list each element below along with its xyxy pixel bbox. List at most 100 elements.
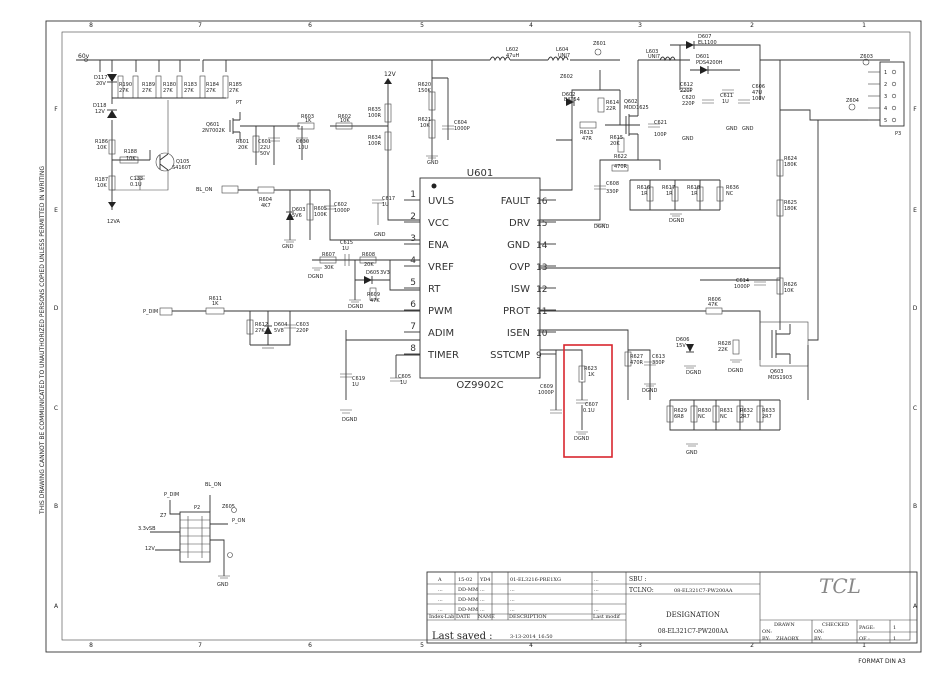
svg-text:0.1U: 0.1U bbox=[130, 182, 142, 188]
revision-cell: ... bbox=[480, 607, 485, 613]
svg-text:R629: R629 bbox=[674, 408, 687, 414]
svg-text:100K: 100K bbox=[314, 212, 328, 218]
last-saved-label: Last saved : bbox=[432, 631, 493, 642]
svg-text:R604: R604 bbox=[259, 197, 272, 203]
svg-text:R601: R601 bbox=[236, 139, 249, 145]
svg-text:GND: GND bbox=[427, 160, 439, 166]
p2-connector-section: P_DIM BL_ON P_ON 3.3vSB 12V Z7 P2 Z605 G… bbox=[138, 482, 245, 588]
svg-text:220P: 220P bbox=[680, 88, 693, 94]
svg-text:2R7: 2R7 bbox=[740, 414, 750, 420]
svg-text:C605: C605 bbox=[398, 374, 411, 380]
svg-text:S4160T: S4160T bbox=[172, 165, 192, 171]
svg-text:1R: 1R bbox=[641, 191, 648, 197]
svg-text:0.1U: 0.1U bbox=[583, 408, 595, 414]
svg-text:D607: D607 bbox=[698, 34, 711, 40]
column-label: 5 bbox=[420, 22, 424, 29]
svg-text:UNI7: UNI7 bbox=[558, 53, 570, 59]
svg-text:P2: P2 bbox=[194, 505, 200, 511]
ic-pin-number: 7 bbox=[410, 322, 416, 332]
svg-text:20V: 20V bbox=[96, 81, 106, 87]
connector-pin-number: 4 bbox=[884, 106, 887, 112]
net-p-dim: P_DIM bbox=[143, 309, 158, 315]
svg-text:47U: 47U bbox=[752, 90, 762, 96]
svg-text:2N7002K: 2N7002K bbox=[202, 128, 226, 134]
tclno-value: 08-EL321C7-PW200AA bbox=[674, 588, 733, 594]
svg-text:20K: 20K bbox=[364, 262, 374, 268]
row-label: D bbox=[913, 305, 918, 312]
ic-pin-name: FAULT bbox=[501, 196, 531, 207]
column-label: 8 bbox=[89, 22, 93, 29]
svg-text:P_DIM: P_DIM bbox=[164, 492, 179, 498]
svg-text:100P: 100P bbox=[654, 132, 667, 138]
revision-cell: DD-MM bbox=[458, 587, 478, 593]
tcl-logo: TCL bbox=[819, 574, 861, 598]
svg-text:NC: NC bbox=[726, 191, 734, 197]
svg-text:12V: 12V bbox=[95, 109, 105, 115]
ic-pin-name: RT bbox=[428, 284, 441, 295]
svg-text:Z605: Z605 bbox=[222, 504, 235, 510]
revision-cell: ... bbox=[438, 607, 443, 613]
svg-text:1000P: 1000P bbox=[454, 126, 470, 132]
svg-text:30K: 30K bbox=[324, 265, 334, 271]
svg-text:C609: C609 bbox=[540, 384, 553, 390]
svg-text:27K: 27K bbox=[184, 88, 194, 94]
ic-pin-number: 5 bbox=[410, 278, 416, 288]
svg-text:MDD1625: MDD1625 bbox=[624, 105, 649, 111]
ic-pin-name: SSTCMP bbox=[490, 350, 530, 361]
svg-text:10K: 10K bbox=[420, 123, 430, 129]
connector-pin-number: 5 bbox=[884, 118, 887, 124]
svg-text:CHECKED: CHECKED bbox=[822, 622, 849, 628]
svg-text:L604: L604 bbox=[556, 47, 568, 53]
svg-text:PAGE:: PAGE: bbox=[859, 625, 875, 631]
column-label: 1 bbox=[862, 22, 866, 29]
highlight-box bbox=[563, 344, 613, 458]
svg-text:DGND: DGND bbox=[342, 417, 357, 423]
svg-text:DESCRIPTION: DESCRIPTION bbox=[509, 614, 547, 620]
svg-text:L603: L603 bbox=[646, 49, 658, 55]
revision-cell: A bbox=[437, 577, 442, 583]
svg-text:1U: 1U bbox=[382, 202, 389, 208]
svg-text:150K: 150K bbox=[418, 88, 432, 94]
svg-text:DGND: DGND bbox=[308, 274, 323, 280]
svg-text:180K: 180K bbox=[784, 162, 798, 168]
svg-text:27K: 27K bbox=[119, 88, 129, 94]
column-label: 4 bbox=[529, 642, 533, 649]
svg-text:DGND: DGND bbox=[642, 388, 657, 394]
svg-text:1K: 1K bbox=[305, 118, 312, 124]
svg-text:C621: C621 bbox=[654, 120, 667, 126]
svg-text:UNI7: UNI7 bbox=[648, 54, 660, 60]
svg-text:R618: R618 bbox=[687, 185, 700, 191]
side-note: THIS DRAWING CANNOT BE COMMUNICATED TO U… bbox=[39, 166, 46, 515]
row-label: B bbox=[913, 503, 917, 510]
net-bl-on: BL_ON bbox=[196, 187, 213, 193]
ic-pin-number: 4 bbox=[410, 256, 416, 266]
svg-text:15V: 15V bbox=[676, 343, 686, 349]
row-label: E bbox=[54, 207, 58, 214]
svg-text:R190: R190 bbox=[119, 82, 132, 88]
svg-text:GND: GND bbox=[742, 126, 754, 132]
svg-text:NC: NC bbox=[698, 414, 706, 420]
svg-text:47K: 47K bbox=[370, 298, 380, 304]
ic-pin-number: 1 bbox=[410, 190, 416, 200]
svg-text:Index-Lab: Index-Lab bbox=[429, 614, 454, 620]
svg-text:D602: D602 bbox=[562, 92, 575, 98]
svg-text:C607: C607 bbox=[585, 402, 598, 408]
connector-pin-number: 3 bbox=[884, 94, 887, 100]
svg-text:R624: R624 bbox=[784, 156, 797, 162]
svg-text:Z603: Z603 bbox=[860, 54, 873, 60]
svg-text:R602: R602 bbox=[338, 114, 351, 120]
svg-text:R626: R626 bbox=[784, 282, 797, 288]
net-60v: 60v bbox=[78, 53, 90, 60]
svg-text:R608: R608 bbox=[362, 252, 375, 258]
ic-pin-name: VREF bbox=[428, 262, 454, 273]
svg-text:1000P: 1000P bbox=[734, 284, 750, 290]
svg-text:1R: 1R bbox=[691, 191, 698, 197]
revision-cell: ... bbox=[480, 587, 485, 593]
column-label: 6 bbox=[308, 642, 312, 649]
svg-text:C615: C615 bbox=[340, 240, 353, 246]
